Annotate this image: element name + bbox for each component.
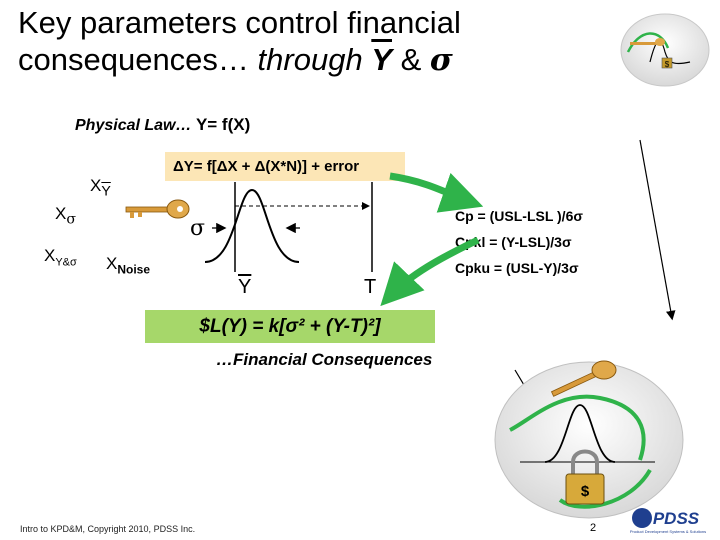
physical-law-equation: Y= f(X): [195, 115, 251, 134]
pdss-logo: PDSS Product Development Systems & Solut…: [630, 508, 706, 534]
x-sigma-sub: σ: [66, 211, 77, 228]
x-sigma-label: Xσ: [55, 204, 76, 227]
capability-indices: Cp = (USL-LSL )/6σ Cpkl = (Y-LSL)/3σ Cpk…: [455, 203, 583, 281]
x-ybar-label: XY: [90, 176, 111, 199]
x-noise-sub: Noise: [117, 262, 151, 277]
x-noise-x: X: [106, 254, 118, 273]
x-ybar-sub: Y: [101, 183, 111, 200]
x-ybar-x: X: [90, 176, 102, 195]
cpku-line: Cpku = (USL-Y)/3σ: [455, 260, 579, 276]
thumbnail-coin-symbol: $: [665, 60, 670, 69]
title-y-bar: Y: [371, 42, 392, 77]
title-sigma: σ: [429, 42, 453, 78]
title-line-1: Key parameters control financial: [18, 5, 461, 40]
loss-function-box: $L(Y) = k[σ² + (Y-T)²]: [145, 310, 435, 343]
physical-law-label: Physical Law… Y= f(X): [75, 115, 250, 135]
title-part-consequences: consequences…: [18, 42, 258, 77]
financial-consequences-label: …Financial Consequences: [216, 350, 433, 369]
x-sigma-x: X: [55, 204, 67, 223]
padlock-dollar-symbol: $: [581, 483, 590, 500]
slide-title: Key parameters control financial consequ…: [18, 4, 461, 79]
cpkl-line: Cpkl = (Y-LSL)/3σ: [455, 234, 572, 250]
physical-law-text: Physical Law…: [75, 117, 196, 134]
title-part-through: through: [257, 42, 372, 77]
page-number: 2: [590, 522, 597, 534]
sigma-label: σ: [190, 216, 206, 241]
arrow-to-oval: [639, 139, 676, 321]
title-ampersand: &: [392, 42, 430, 77]
green-arrow-to-cp: [389, 172, 484, 213]
x-noise-label: XNoise: [106, 254, 150, 276]
delta-equation-box: ΔY= f[ΔX + Δ(X*N)] + error: [165, 152, 405, 181]
pdss-logo-tagline: Product Development Systems & Solutions: [630, 529, 706, 534]
x-ybar-sigma-x: X: [44, 246, 56, 265]
summary-thumbnail-icon: $: [620, 13, 710, 87]
summary-oval-icon: $: [494, 360, 684, 519]
title-line-2: consequences… through Y & σ: [18, 41, 461, 79]
green-arrow-to-loss: [380, 236, 480, 307]
cp-line: Cp = (USL-LSL )/6σ: [455, 208, 583, 224]
x-ybar-sigma-sub: Y&σ: [55, 256, 77, 269]
key-icon: [125, 199, 190, 219]
ybar-label: Y: [238, 276, 252, 298]
footer-copyright: Intro to KPD&M, Copyright 2010, PDSS Inc…: [20, 524, 196, 534]
loss-function-equation: $L(Y) = k[σ² + (Y-T)²]: [199, 316, 381, 337]
distribution-curve: [204, 182, 373, 272]
delta-equation: ΔY= f[ΔX + Δ(X*N)] + error: [173, 158, 360, 175]
pdss-logo-text: PDSS: [653, 509, 700, 528]
target-label: T: [364, 276, 377, 298]
x-ybar-sigma-label: XY&σ: [44, 246, 77, 268]
